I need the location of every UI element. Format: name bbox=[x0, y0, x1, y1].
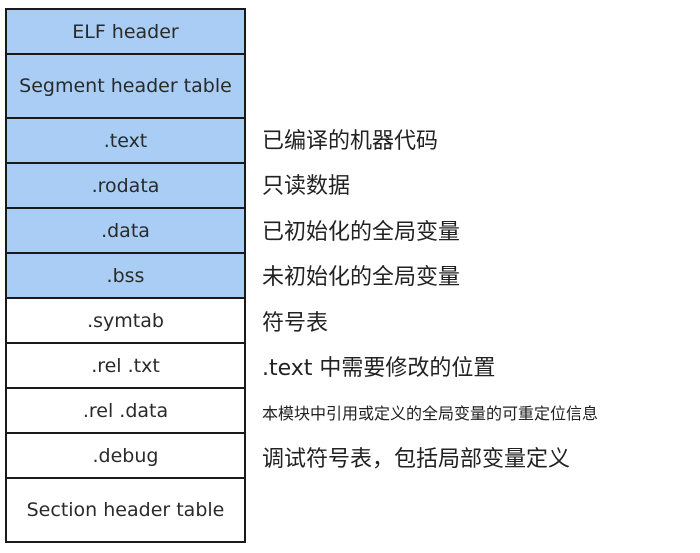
section-label: .data bbox=[101, 219, 150, 242]
description-debug: 调试符号表，包括局部变量定义 bbox=[262, 447, 571, 472]
section-symtab: .symtab bbox=[5, 297, 246, 344]
section-rel-data: .rel .data bbox=[5, 387, 246, 434]
section-label: .rodata bbox=[91, 174, 160, 197]
section-label: .bss bbox=[106, 264, 145, 287]
section-label: Segment header table bbox=[19, 75, 232, 97]
section-segment-header-table: Segment header table bbox=[5, 53, 246, 119]
section-label: .debug bbox=[92, 444, 159, 467]
section-label: .rel .data bbox=[82, 399, 169, 422]
section-rel-txt: .rel .txt bbox=[5, 342, 246, 389]
section-label: .rel .txt bbox=[91, 354, 160, 377]
section-debug: .debug bbox=[5, 432, 246, 479]
section-rodata: .rodata bbox=[5, 162, 246, 209]
section-section-header-table: Section header table bbox=[5, 477, 246, 543]
section-label: ELF header bbox=[72, 20, 179, 43]
section-label: .text bbox=[103, 129, 148, 152]
section-data: .data bbox=[5, 207, 246, 254]
section-bss: .bss bbox=[5, 252, 246, 299]
description-rel-data: 本模块中引用或定义的全局变量的可重定位信息 bbox=[262, 404, 599, 423]
description-symtab: 符号表 bbox=[262, 311, 329, 336]
description-data: 已初始化的全局变量 bbox=[262, 220, 461, 245]
elf-layout-stack: ELF header Segment header table .text .r… bbox=[5, 8, 246, 543]
section-text: .text bbox=[5, 117, 246, 164]
description-text: 已编译的机器代码 bbox=[262, 129, 439, 154]
section-elf-header: ELF header bbox=[5, 8, 246, 55]
description-bss: 未初始化的全局变量 bbox=[262, 265, 461, 290]
description-rel-txt: .text 中需要修改的位置 bbox=[262, 356, 496, 381]
section-label: Section header table bbox=[26, 499, 225, 521]
section-label: .symtab bbox=[87, 309, 164, 332]
description-rodata: 只读数据 bbox=[262, 174, 351, 199]
